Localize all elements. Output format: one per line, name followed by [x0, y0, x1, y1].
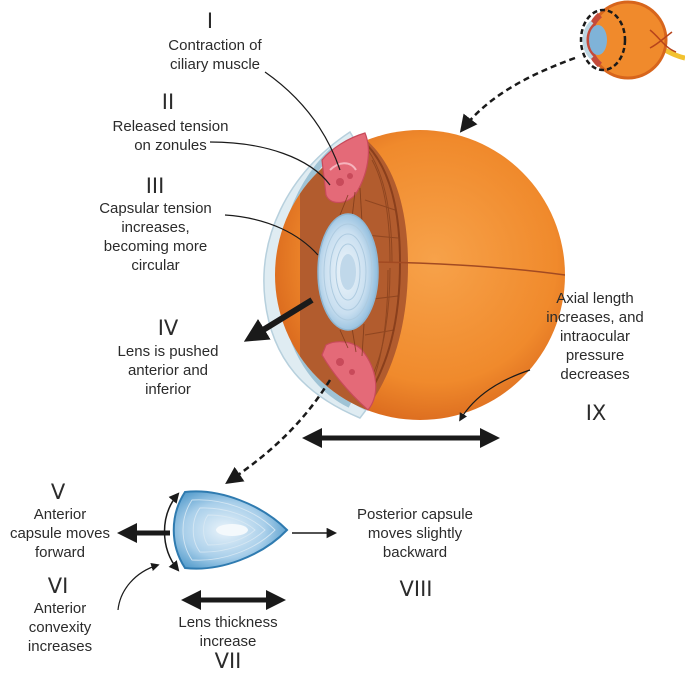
zoom-arrow-lens — [225, 379, 332, 484]
leader-line-I — [264, 71, 341, 171]
step-VII-numeral: VII — [214, 649, 242, 673]
step-I-numeral: I — [206, 9, 214, 33]
leader-line-III — [224, 214, 319, 256]
zoom-arrow-top — [459, 56, 576, 133]
step-II-numeral: II — [161, 90, 175, 114]
leader-line-IX — [459, 369, 531, 422]
leader-line-VI — [117, 562, 160, 611]
step-IV-numeral: IV — [157, 316, 179, 340]
eye-thumbnail — [579, 0, 685, 80]
eye-cross-section — [263, 130, 565, 420]
step-V-numeral: V — [50, 480, 66, 504]
step-III-numeral: III — [145, 174, 165, 198]
leader-line-II — [209, 141, 331, 186]
step-IX-numeral: IX — [585, 401, 607, 425]
lens-detail — [163, 490, 289, 572]
lens-push-arrow — [243, 297, 314, 342]
step-VIII-numeral: VIII — [399, 577, 433, 601]
step-VI-numeral: VI — [47, 574, 69, 598]
